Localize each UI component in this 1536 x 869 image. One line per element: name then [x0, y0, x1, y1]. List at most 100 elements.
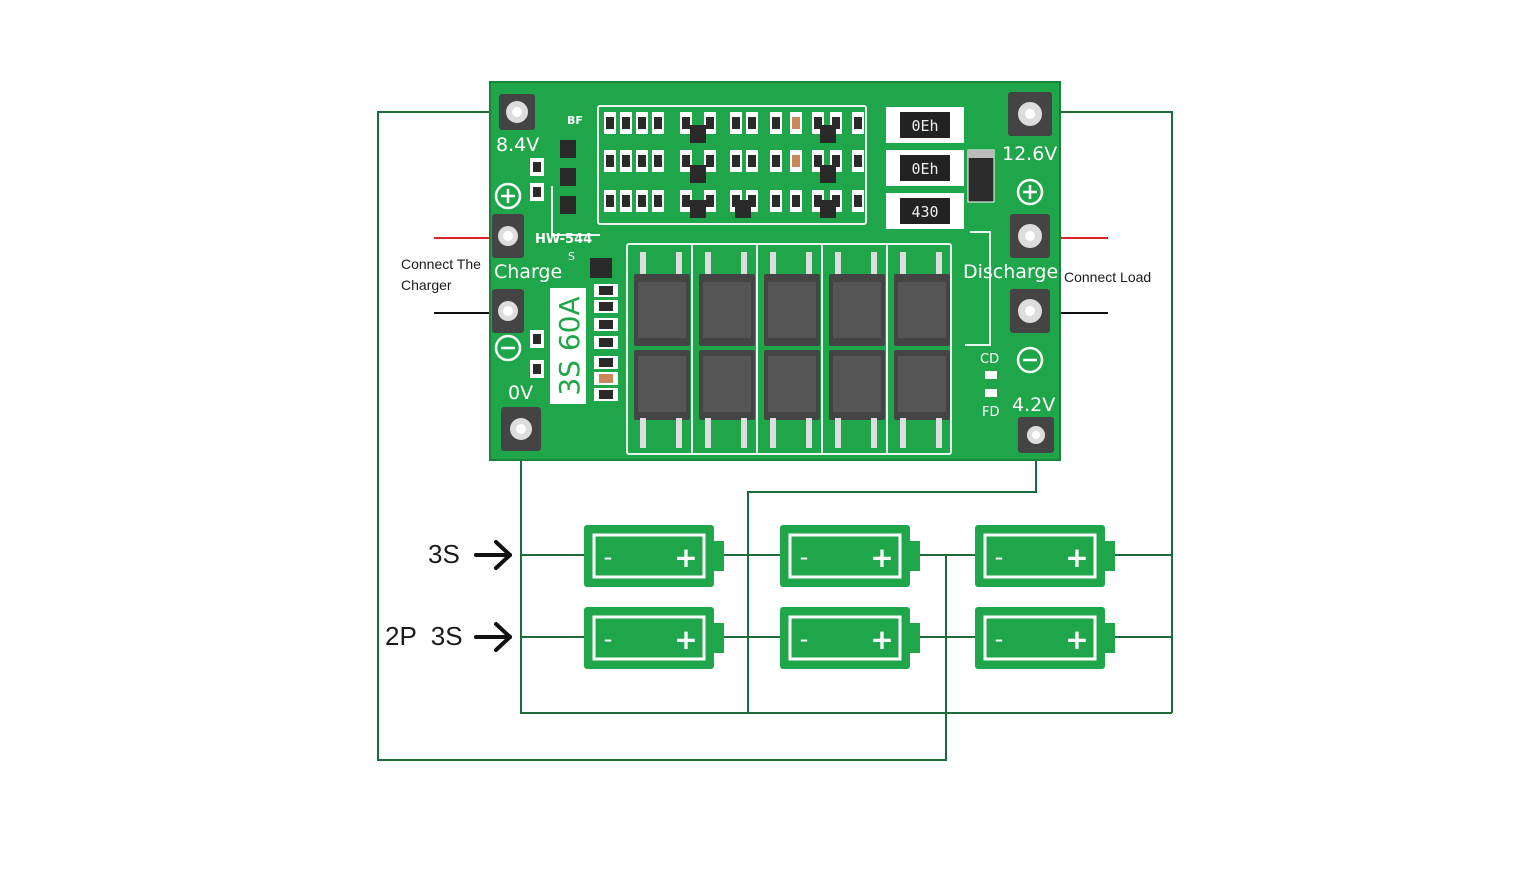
- mosfet: [634, 350, 690, 448]
- discharge-minus-icon: [1016, 346, 1044, 374]
- pad-label-4v2: 4.2V: [1012, 394, 1055, 416]
- pad-discharge-pos: [1010, 214, 1050, 258]
- mosfet: [699, 350, 755, 448]
- smd-part: [620, 190, 632, 212]
- battery-neg-label: -: [604, 543, 613, 571]
- pad-4v2: [1018, 417, 1054, 453]
- ic-chip: [560, 168, 576, 186]
- pad-12v6: [1008, 92, 1052, 136]
- pad-label-8v4: 8.4V: [496, 134, 539, 156]
- battery-icon: -+: [780, 525, 920, 587]
- smd-part: [620, 112, 632, 134]
- smd-part: [680, 112, 692, 134]
- discharge-plus-icon: [1016, 178, 1044, 206]
- marking-s: S: [568, 250, 575, 263]
- battery-pos-label: +: [1065, 541, 1088, 574]
- smd-part: [790, 112, 802, 134]
- battery-neg-label: -: [995, 543, 1004, 571]
- battery-pos-label: +: [674, 623, 697, 656]
- smd-components: [530, 112, 864, 401]
- smd-part: [604, 150, 616, 172]
- ic-chip: [820, 200, 836, 218]
- battery-pos-label: +: [1065, 623, 1088, 656]
- smd-part: [652, 150, 664, 172]
- smd-part: [604, 112, 616, 134]
- smd-part: [852, 190, 864, 212]
- marking-fd: FD: [982, 405, 1000, 420]
- discharge-label: Discharge: [963, 261, 1058, 283]
- smd-part: [530, 158, 544, 176]
- smd-part: [704, 150, 716, 172]
- smd-part: [636, 112, 648, 134]
- wire-12v6: [1032, 111, 1173, 713]
- wire-0v: [520, 430, 1172, 714]
- battery-pos-label: +: [870, 541, 893, 574]
- mosfet: [829, 252, 885, 346]
- marking-cd: CD: [980, 352, 999, 367]
- smd-part: [594, 388, 618, 401]
- battery-icon: -+: [584, 607, 724, 669]
- smd-part: [704, 190, 716, 212]
- arrow-icon-row2: [474, 622, 512, 652]
- ic-chip: [820, 125, 836, 143]
- terminal-pads: [492, 92, 1054, 453]
- smd-part: [730, 112, 742, 134]
- pad-label-0v: 0V: [508, 382, 533, 404]
- mosfet: [764, 252, 820, 346]
- row-arrows: [474, 540, 512, 652]
- mosfet: [634, 252, 690, 346]
- smd-part: [746, 150, 758, 172]
- smd-part: [604, 190, 616, 212]
- arrow-icon-row1: [474, 540, 512, 570]
- ic-chip: [690, 165, 706, 183]
- battery-icon: -+: [975, 607, 1115, 669]
- wire-8v4: [377, 111, 947, 761]
- resistor-1-code: 0Eh: [911, 117, 938, 135]
- pad-8v4: [499, 94, 535, 130]
- charger-annotation: Connect The Charger: [401, 256, 481, 293]
- ic-chip: [690, 125, 706, 143]
- ic-chip: [560, 140, 576, 158]
- wiring: [377, 111, 1173, 761]
- smd-part: [594, 372, 618, 385]
- smd-part: [770, 190, 782, 212]
- battery-neg-label: -: [995, 625, 1004, 653]
- ic-chip: [560, 196, 576, 214]
- row1-label: 3S: [428, 539, 460, 569]
- battery-neg-label: -: [800, 543, 809, 571]
- smd-part: [530, 330, 544, 348]
- mosfet: [829, 350, 885, 448]
- smd-part: [746, 112, 758, 134]
- smd-part: [530, 183, 544, 201]
- smd-part: [790, 190, 802, 212]
- battery-icon: -+: [584, 525, 724, 587]
- smd-part: [636, 150, 648, 172]
- smd-part: [852, 112, 864, 134]
- mosfet: [894, 252, 950, 346]
- smd-part: [852, 150, 864, 172]
- mosfet: [764, 350, 820, 448]
- smd-part: [620, 150, 632, 172]
- smd-part: [594, 318, 618, 331]
- battery-neg-label: -: [604, 625, 613, 653]
- smd-part: [594, 284, 618, 297]
- pad-0v: [501, 407, 541, 451]
- smd-part: [594, 336, 618, 349]
- smd-part: [636, 190, 648, 212]
- smd-part: [680, 190, 692, 212]
- resistor-2-code: 0Eh: [911, 160, 938, 178]
- smd-part: [652, 112, 664, 134]
- mosfet: [699, 252, 755, 346]
- battery-icon: -+: [975, 525, 1115, 587]
- marking-bf: BF: [567, 114, 583, 127]
- ic-chip: [820, 165, 836, 183]
- transistor: [590, 258, 612, 278]
- smd-part: [680, 150, 692, 172]
- charge-plus-icon: [494, 182, 522, 210]
- battery-bank: -+-+-+-+-+-+: [584, 525, 1115, 669]
- mosfet-array: [634, 252, 950, 448]
- battery-neg-label: -: [800, 625, 809, 653]
- smd-part: [704, 112, 716, 134]
